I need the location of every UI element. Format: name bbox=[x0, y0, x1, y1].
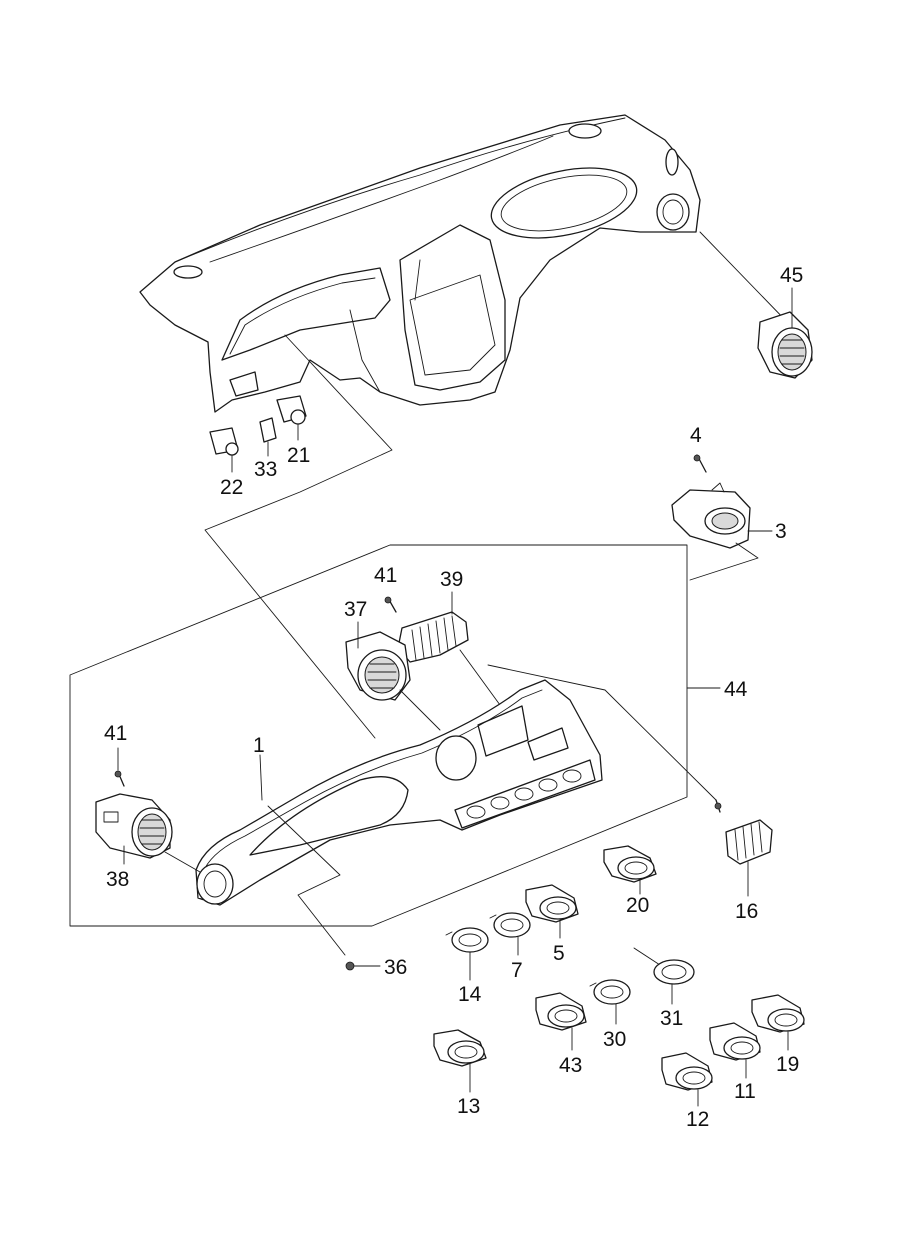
callout-5: 5 bbox=[553, 942, 565, 965]
part-30-button bbox=[589, 979, 631, 1005]
callout-13: 13 bbox=[457, 1095, 480, 1118]
callout-22: 22 bbox=[220, 476, 243, 499]
callout-41-left: 41 bbox=[104, 722, 127, 745]
part-11-switch bbox=[709, 1022, 761, 1061]
part-19-switch bbox=[751, 994, 805, 1033]
part-22-switch bbox=[209, 427, 239, 456]
part-41-screw-top bbox=[384, 596, 397, 613]
part-1-trim-bezel bbox=[195, 679, 603, 906]
callout-37: 37 bbox=[344, 598, 367, 621]
callout-31: 31 bbox=[660, 1007, 683, 1030]
part-21-switch bbox=[276, 395, 307, 425]
part-43-switch bbox=[535, 992, 587, 1031]
part-38-left-vent bbox=[95, 793, 173, 859]
callout-33: 33 bbox=[254, 458, 277, 481]
part-14-button bbox=[445, 927, 489, 953]
instrument-panel bbox=[139, 114, 701, 413]
part-41-screw-left bbox=[114, 770, 125, 787]
part-16-vent-grille bbox=[714, 799, 773, 865]
part-3-side-vent bbox=[671, 482, 751, 549]
part-37-center-vent bbox=[345, 631, 411, 701]
callout-7: 7 bbox=[511, 959, 523, 982]
part-7-button bbox=[489, 912, 531, 938]
assembly-44-frame bbox=[69, 544, 688, 927]
callout-45: 45 bbox=[780, 264, 803, 287]
part-20-switch bbox=[603, 845, 657, 883]
callout-14: 14 bbox=[458, 983, 482, 1006]
callout-39: 39 bbox=[440, 568, 463, 591]
part-5-switch bbox=[525, 884, 579, 923]
callout-19: 19 bbox=[776, 1053, 799, 1076]
part-12-switch bbox=[661, 1052, 713, 1091]
part-13-switch bbox=[433, 1029, 487, 1067]
callout-1: 1 bbox=[253, 734, 265, 757]
part-4-screw bbox=[693, 454, 707, 473]
part-33-clip bbox=[259, 417, 277, 443]
callout-16: 16 bbox=[735, 900, 758, 923]
callout-43: 43 bbox=[559, 1054, 582, 1077]
part-31-switch bbox=[633, 947, 695, 985]
callout-36: 36 bbox=[384, 956, 407, 979]
callout-41-top: 41 bbox=[374, 564, 397, 587]
part-36-screw bbox=[345, 961, 355, 971]
callout-30: 30 bbox=[603, 1028, 626, 1051]
part-39-duct bbox=[397, 611, 469, 663]
callout-21: 21 bbox=[287, 444, 310, 467]
callout-20: 20 bbox=[626, 894, 649, 917]
part-45-round-vent bbox=[757, 311, 813, 379]
callout-3: 3 bbox=[775, 520, 787, 543]
callout-12: 12 bbox=[686, 1108, 709, 1131]
callout-11: 11 bbox=[734, 1080, 756, 1103]
callout-38: 38 bbox=[106, 868, 129, 891]
callout-labels: 45 21 33 22 4 3 41 39 37 44 41 1 38 20 1… bbox=[104, 264, 803, 1131]
callout-4: 4 bbox=[690, 424, 702, 447]
callout-44: 44 bbox=[724, 678, 748, 701]
